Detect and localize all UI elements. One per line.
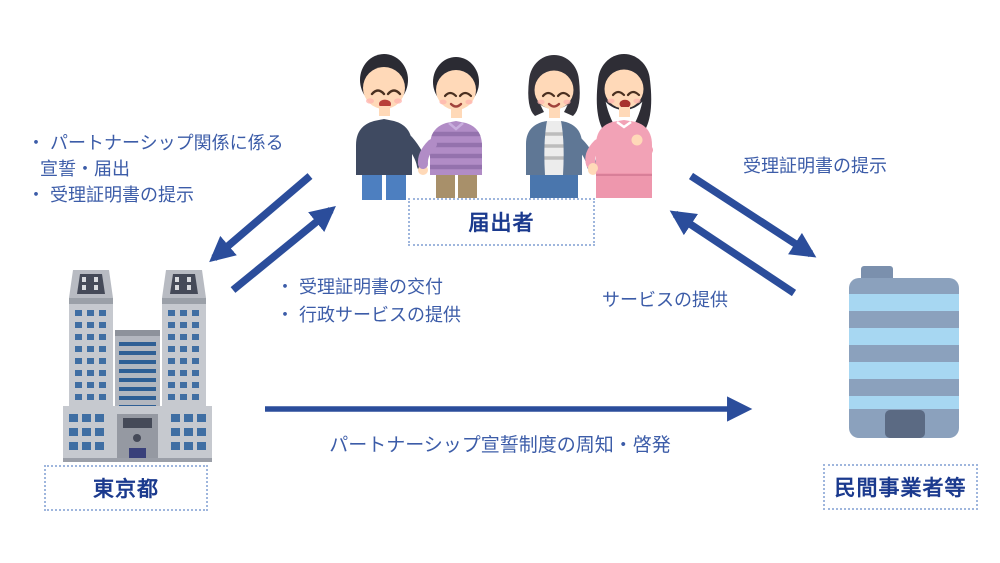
node-label: 届出者 bbox=[468, 212, 535, 235]
edge-label-applicants-to-private: 受理証明書の提示 bbox=[743, 153, 887, 179]
arrow-tokyo-to-applicants bbox=[230, 205, 336, 293]
edge-label-line: 宣誓・届出 bbox=[40, 159, 130, 179]
node-tokyo-gov: 東京都 bbox=[44, 465, 208, 511]
building-icon-office bbox=[849, 266, 959, 438]
edge-label-line: ・ 受理証明書の交付 bbox=[276, 277, 444, 297]
person-icon-man-purple bbox=[417, 57, 482, 200]
arrow-private-to-applicants bbox=[669, 210, 797, 297]
person-icon-woman-cardigan bbox=[526, 55, 598, 198]
office-building bbox=[849, 266, 959, 438]
edge-label-text: 受理証明書の提示 bbox=[743, 156, 887, 176]
edge-label-applicants-to-tokyo: ・ パートナーシップ関係に係る 宣誓・届出 ・ 受理証明書の提示 bbox=[27, 130, 284, 208]
node-applicants: 届出者 bbox=[408, 198, 595, 246]
node-label: 民間事業者等 bbox=[834, 477, 967, 500]
person-icon-woman-pink bbox=[585, 54, 653, 198]
arrow-applicants-to-tokyo bbox=[209, 173, 313, 263]
tokyo-metropolitan-government-building bbox=[63, 270, 212, 462]
edge-label-line: ・ 受理証明書の提示 bbox=[27, 185, 195, 205]
building-icon-tokyo bbox=[63, 270, 212, 462]
node-private-business: 民間事業者等 bbox=[823, 464, 978, 510]
edge-label-text: サービスの提供 bbox=[602, 290, 728, 310]
edge-label-tokyo-to-applicants: ・ 受理証明書の交付 ・ 行政サービスの提供 bbox=[276, 273, 461, 329]
edge-label-tokyo-to-private: パートナーシップ宣誓制度の周知・啓発 bbox=[300, 433, 700, 459]
node-label: 東京都 bbox=[93, 478, 159, 501]
two-couples-illustration bbox=[356, 54, 653, 200]
edge-label-line: ・ パートナーシップ関係に係る bbox=[27, 133, 284, 153]
arrow-applicants-to-private bbox=[688, 172, 817, 258]
edge-label-private-to-applicants: サービスの提供 bbox=[602, 287, 728, 313]
edge-label-text: パートナーシップ宣誓制度の周知・啓発 bbox=[329, 435, 671, 456]
person-icon-man-navy bbox=[356, 54, 428, 200]
edge-label-line: ・ 行政サービスの提供 bbox=[276, 305, 461, 325]
